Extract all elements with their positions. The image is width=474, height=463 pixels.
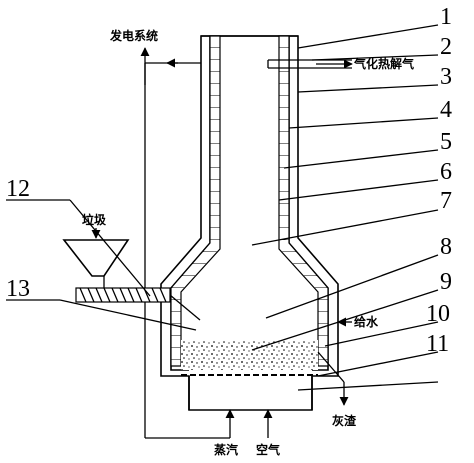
gas-outlet-pipe [267, 59, 353, 69]
callout-13: 13 [6, 276, 30, 302]
callout-7: 7 [440, 188, 452, 214]
furnace-chamber [188, 376, 313, 410]
callout-2: 2 [440, 34, 452, 60]
callout-8: 8 [440, 234, 452, 260]
callout-11: 11 [426, 331, 449, 357]
ash-discharge [317, 351, 349, 406]
labels: 发电系统 气化热解气 垃圾 给水 灰渣 蒸汽 空气 [82, 28, 414, 457]
callout-10: 10 [426, 301, 450, 327]
ash-bed [181, 340, 318, 370]
callout-1: 1 [440, 4, 452, 30]
label-steam: 蒸汽 [214, 442, 238, 457]
callout-numbers: 1 2 3 4 5 6 7 8 9 10 11 12 13 [6, 4, 452, 357]
callout-5: 5 [440, 129, 452, 155]
callout-9: 9 [440, 269, 452, 295]
refractory-lining [170, 35, 329, 367]
steam-air-arrows [225, 409, 273, 438]
callout-3: 3 [440, 64, 452, 90]
label-power-system: 发电系统 [109, 28, 158, 43]
label-ash: 灰渣 [332, 413, 357, 428]
label-gas-output: 气化热解气 [353, 56, 414, 71]
label-garbage: 垃圾 [82, 212, 107, 227]
label-air: 空气 [256, 442, 280, 457]
label-feed-water: 给水 [354, 314, 379, 329]
callout-12: 12 [6, 176, 30, 202]
callout-6: 6 [440, 159, 452, 185]
water-jacket [170, 35, 329, 371]
power-system-line [140, 47, 230, 439]
callout-4: 4 [440, 97, 452, 123]
callout-lines [6, 24, 439, 391]
